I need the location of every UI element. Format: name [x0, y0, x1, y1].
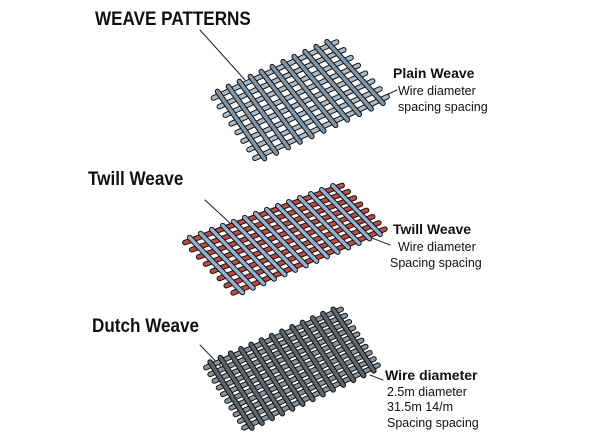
twill-label-leader-line: [371, 237, 391, 246]
dutch-warp-wire: [269, 333, 315, 402]
plain-warp-wire: [325, 39, 385, 106]
twill-spacing: Spacing spacing: [390, 256, 482, 270]
twill-warp-wire: [276, 203, 329, 259]
dutch-warp-wire: [321, 311, 366, 378]
dutch-warp-wire: [310, 316, 356, 383]
dutch-warp-wire: [290, 325, 335, 392]
twill-warp-wire: [287, 199, 340, 254]
plain-warp-wire: [314, 44, 373, 111]
dutch-warp-wire: [300, 320, 346, 387]
dutch-warp-wire: [228, 351, 274, 421]
dutch-warp-wire: [249, 342, 295, 411]
twill-warp-wire: [264, 207, 319, 263]
twill-warp-wire: [298, 195, 351, 250]
plain-warp-wire: [259, 69, 314, 139]
dutch-warp-wire: [239, 347, 285, 416]
dutch-spacing: Spacing spacing: [387, 416, 479, 430]
twill-weft-wire: [217, 214, 375, 281]
plain-warp-wire: [292, 54, 350, 122]
plain-warp-wire: [281, 59, 338, 128]
plain-warp-wire: [237, 79, 290, 150]
twill-weave-label: Twill Weave: [393, 221, 472, 237]
plain-warp-wire: [270, 64, 326, 133]
plain-spacing: spacing spacing: [398, 100, 488, 114]
plain-wire-diameter: Wire diameter: [398, 84, 476, 98]
twill-weave-heading: Twill Weave: [88, 169, 184, 190]
twill-weft-wire: [231, 227, 387, 295]
twill-warp-wire: [253, 211, 308, 268]
twill-weft-wire: [196, 196, 357, 259]
twill-warp-wire: [331, 184, 382, 236]
twill-warp-wire: [309, 192, 361, 245]
plain-weave-label: Plain Weave: [393, 65, 475, 81]
twill-leader-line: [204, 199, 233, 226]
twill-warp-wire: [187, 235, 245, 295]
twill-warp-wire: [220, 223, 276, 281]
twill-weft-wire: [189, 189, 351, 252]
twill-weft-wire: [224, 221, 381, 288]
dutch-warp-wire: [280, 329, 325, 397]
twill-warp-wire: [242, 215, 298, 272]
dutch-wire-diameter-label: Wire diameter: [385, 367, 478, 383]
twill-warp-wire: [231, 219, 287, 277]
dutch-weave-heading: Dutch Weave: [92, 316, 200, 337]
main-title: WEAVE PATTERNS: [95, 9, 251, 30]
plain-warp-wire: [248, 74, 302, 144]
plain-warp-wire: [226, 84, 279, 155]
twill-warp-wire: [198, 231, 255, 290]
twill-weft-wire: [183, 183, 344, 245]
dutch-warp-wire: [208, 360, 254, 430]
dutch-diameter: 2.5m diameter: [387, 385, 467, 399]
title-leader-line: [199, 29, 246, 81]
twill-warp-wire: [320, 188, 372, 241]
dutch-count: 31.5m 14/m: [387, 400, 454, 414]
twill-weft-wire: [203, 202, 363, 266]
dutch-label-leader-line: [369, 374, 384, 381]
plain-warp-wire: [215, 89, 267, 161]
dutch-warp-wire: [218, 355, 264, 425]
dutch-warp-wire: [331, 307, 376, 373]
twill-weft-wire: [210, 208, 369, 274]
twill-warp-wire: [209, 227, 266, 286]
twill-wire-diameter: Wire diameter: [398, 240, 476, 254]
dutch-warp-wire: [259, 338, 305, 406]
plain-warp-wire: [303, 49, 362, 117]
